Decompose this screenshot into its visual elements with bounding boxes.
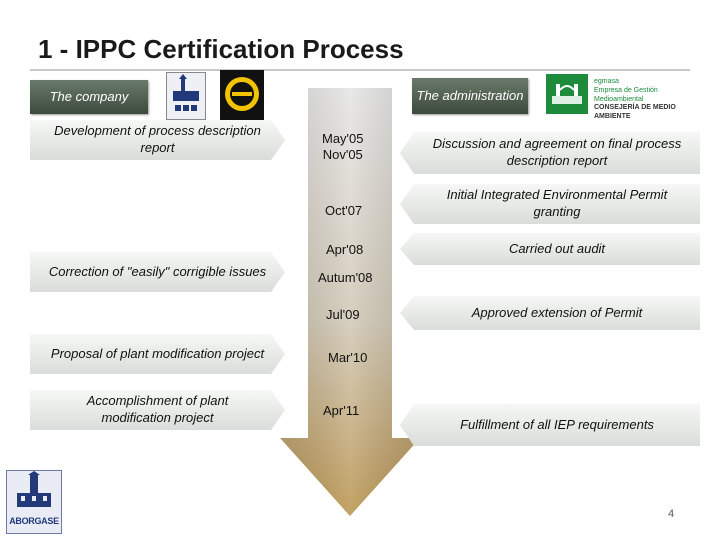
administration-step-3-label: Carried out audit [508,240,606,256]
title-divider [30,69,690,71]
company-header: The company [30,80,148,114]
company-step-3-label: Proposal of plant modification project [50,345,265,361]
company-header-label: The company [49,88,129,104]
company-step-1: Development of process description repor… [30,120,285,160]
egmasa-label: egmasa [594,78,619,85]
administration-step-2: Initial Integrated Environmental Permit … [400,184,700,224]
environment-ministry-logo: egmasa Empresa de Gestión Medioambiental… [594,78,700,120]
company-step-2-label: Correction of "easily" corrigible issues [48,263,267,279]
aborgase-footer-label: ABORGASE [9,516,59,526]
date-jul09: Jul'09 [326,307,360,322]
administration-step-4: Approved extension of Permit [400,296,700,330]
ministry-label: CONSEJERÍA DE MEDIO AMBIENTE [594,104,676,120]
e-certification-logo [220,70,264,120]
date-may05-nov05: May'05 Nov'05 [322,131,364,163]
date-autumn08: Autum'08 [318,270,373,285]
administration-header-label: The administration [416,87,524,103]
company-step-2: Correction of "easily" corrigible issues [30,252,285,292]
date-apr11: Apr'11 [323,403,360,418]
administration-step-4-label: Approved extension of Permit [471,304,643,320]
administration-step-1: Discussion and agreement on final proces… [400,132,700,174]
date-mar10: Mar'10 [328,350,368,365]
company-step-3: Proposal of plant modification project [30,334,285,374]
company-step-4: Accomplishment of plant modification pro… [30,390,285,430]
company-step-4-label: Accomplishment of plant modification pro… [86,393,229,425]
company-step-1-label: Development of process description repor… [54,123,261,155]
administration-header: The administration [412,78,528,114]
date-apr08: Apr'08 [326,242,364,257]
junta-emblem-logo [546,74,588,114]
administration-step-1-label: Discussion and agreement on final proces… [432,136,682,168]
date-oct07: Oct'07 [325,203,363,218]
administration-step-2-label: Initial Integrated Environmental Permit … [446,187,668,219]
egmasa-subtitle: Empresa de Gestión Medioambiental [594,86,658,103]
administration-step-3: Carried out audit [400,233,700,265]
administration-step-5: Fulfillment of all IEP requirements [400,404,700,446]
timeline-arrow [280,88,420,516]
page-number: 4 [668,508,675,520]
page-title: 1 - IPPC Certification Process [38,34,404,64]
aborgase-logo [166,72,206,120]
aborgase-footer-logo: ABORGASE [6,470,62,534]
administration-step-5-label: Fulfillment of all IEP requirements [460,416,654,432]
